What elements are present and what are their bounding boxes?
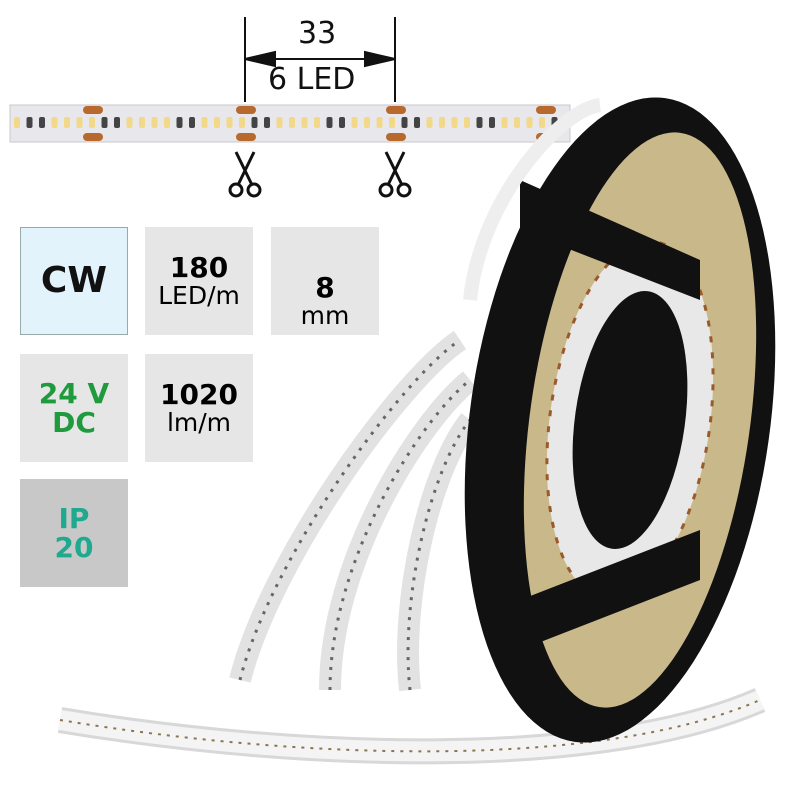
led-chip [14, 117, 20, 128]
reel [463, 97, 776, 743]
led-chip [276, 117, 283, 128]
led-chip [326, 117, 333, 128]
scissors-icon [378, 151, 412, 198]
ip-label: IP [58, 501, 90, 535]
ip-value: 20 [54, 531, 94, 564]
led-chip [451, 117, 458, 128]
color-temp: CW [40, 260, 108, 302]
led-chip [139, 117, 145, 128]
led-chip [514, 117, 520, 128]
led-chip [376, 117, 383, 128]
led-chip [64, 117, 70, 128]
led-chip [401, 117, 408, 128]
led-density-tile: 180 LED/m [145, 227, 253, 335]
led-chip [301, 117, 308, 128]
led-chip [76, 117, 83, 128]
voltage-type: DC [52, 406, 96, 439]
voltage-tile: 24 V DC [20, 354, 128, 462]
led-chip [39, 117, 45, 128]
led-chip [114, 117, 120, 128]
scissors-icon [228, 151, 262, 198]
led-chip [176, 117, 183, 128]
led-chip [414, 117, 420, 128]
led-chip [526, 117, 533, 128]
led-chip [89, 117, 95, 128]
led-chip [201, 117, 208, 128]
led-chip [364, 117, 370, 128]
led-chip [226, 117, 233, 128]
dimension-lines [244, 17, 396, 102]
led-chip [214, 117, 220, 128]
lumen-value: 1020 [160, 378, 238, 412]
led-strip-loops [57, 330, 766, 765]
ip-rating-tile: IP 20 [20, 479, 128, 587]
led-chip [539, 117, 545, 128]
led-chip [239, 117, 245, 128]
led-chip [264, 117, 270, 128]
led-chip [439, 117, 445, 128]
led-chip [501, 117, 508, 128]
led-density-value: 180 [169, 251, 229, 285]
led-chip [189, 117, 195, 128]
strip-width-tile: 8 mm [271, 227, 379, 335]
led-chip [339, 117, 345, 128]
width-value: 8 [315, 271, 335, 305]
led-chip [289, 117, 295, 128]
led-chip [314, 117, 320, 128]
led-chip [476, 117, 483, 128]
lumen-unit: lm/m [166, 407, 232, 437]
cut-length-label: 33 [298, 16, 337, 51]
width-unit: mm [300, 300, 350, 330]
led-chip [51, 117, 58, 128]
led-strip-top [9, 104, 571, 143]
led-density-unit: LED/m [158, 280, 240, 310]
led-chip [164, 117, 170, 128]
led-chip [101, 117, 108, 128]
cut-led-count-label: 6 LED [268, 62, 356, 97]
color-temperature-tile: CW [20, 227, 128, 335]
led-chip [489, 117, 495, 128]
led-chip [389, 117, 395, 128]
led-chip [251, 117, 258, 128]
luminous-flux-tile: 1020 lm/m [145, 354, 253, 462]
led-chip [26, 117, 33, 128]
led-chip [464, 117, 470, 128]
led-chip [151, 117, 158, 128]
led-chip [426, 117, 433, 128]
led-chip [126, 117, 133, 128]
led-chip [351, 117, 358, 128]
voltage-value: 24 V [38, 376, 110, 410]
